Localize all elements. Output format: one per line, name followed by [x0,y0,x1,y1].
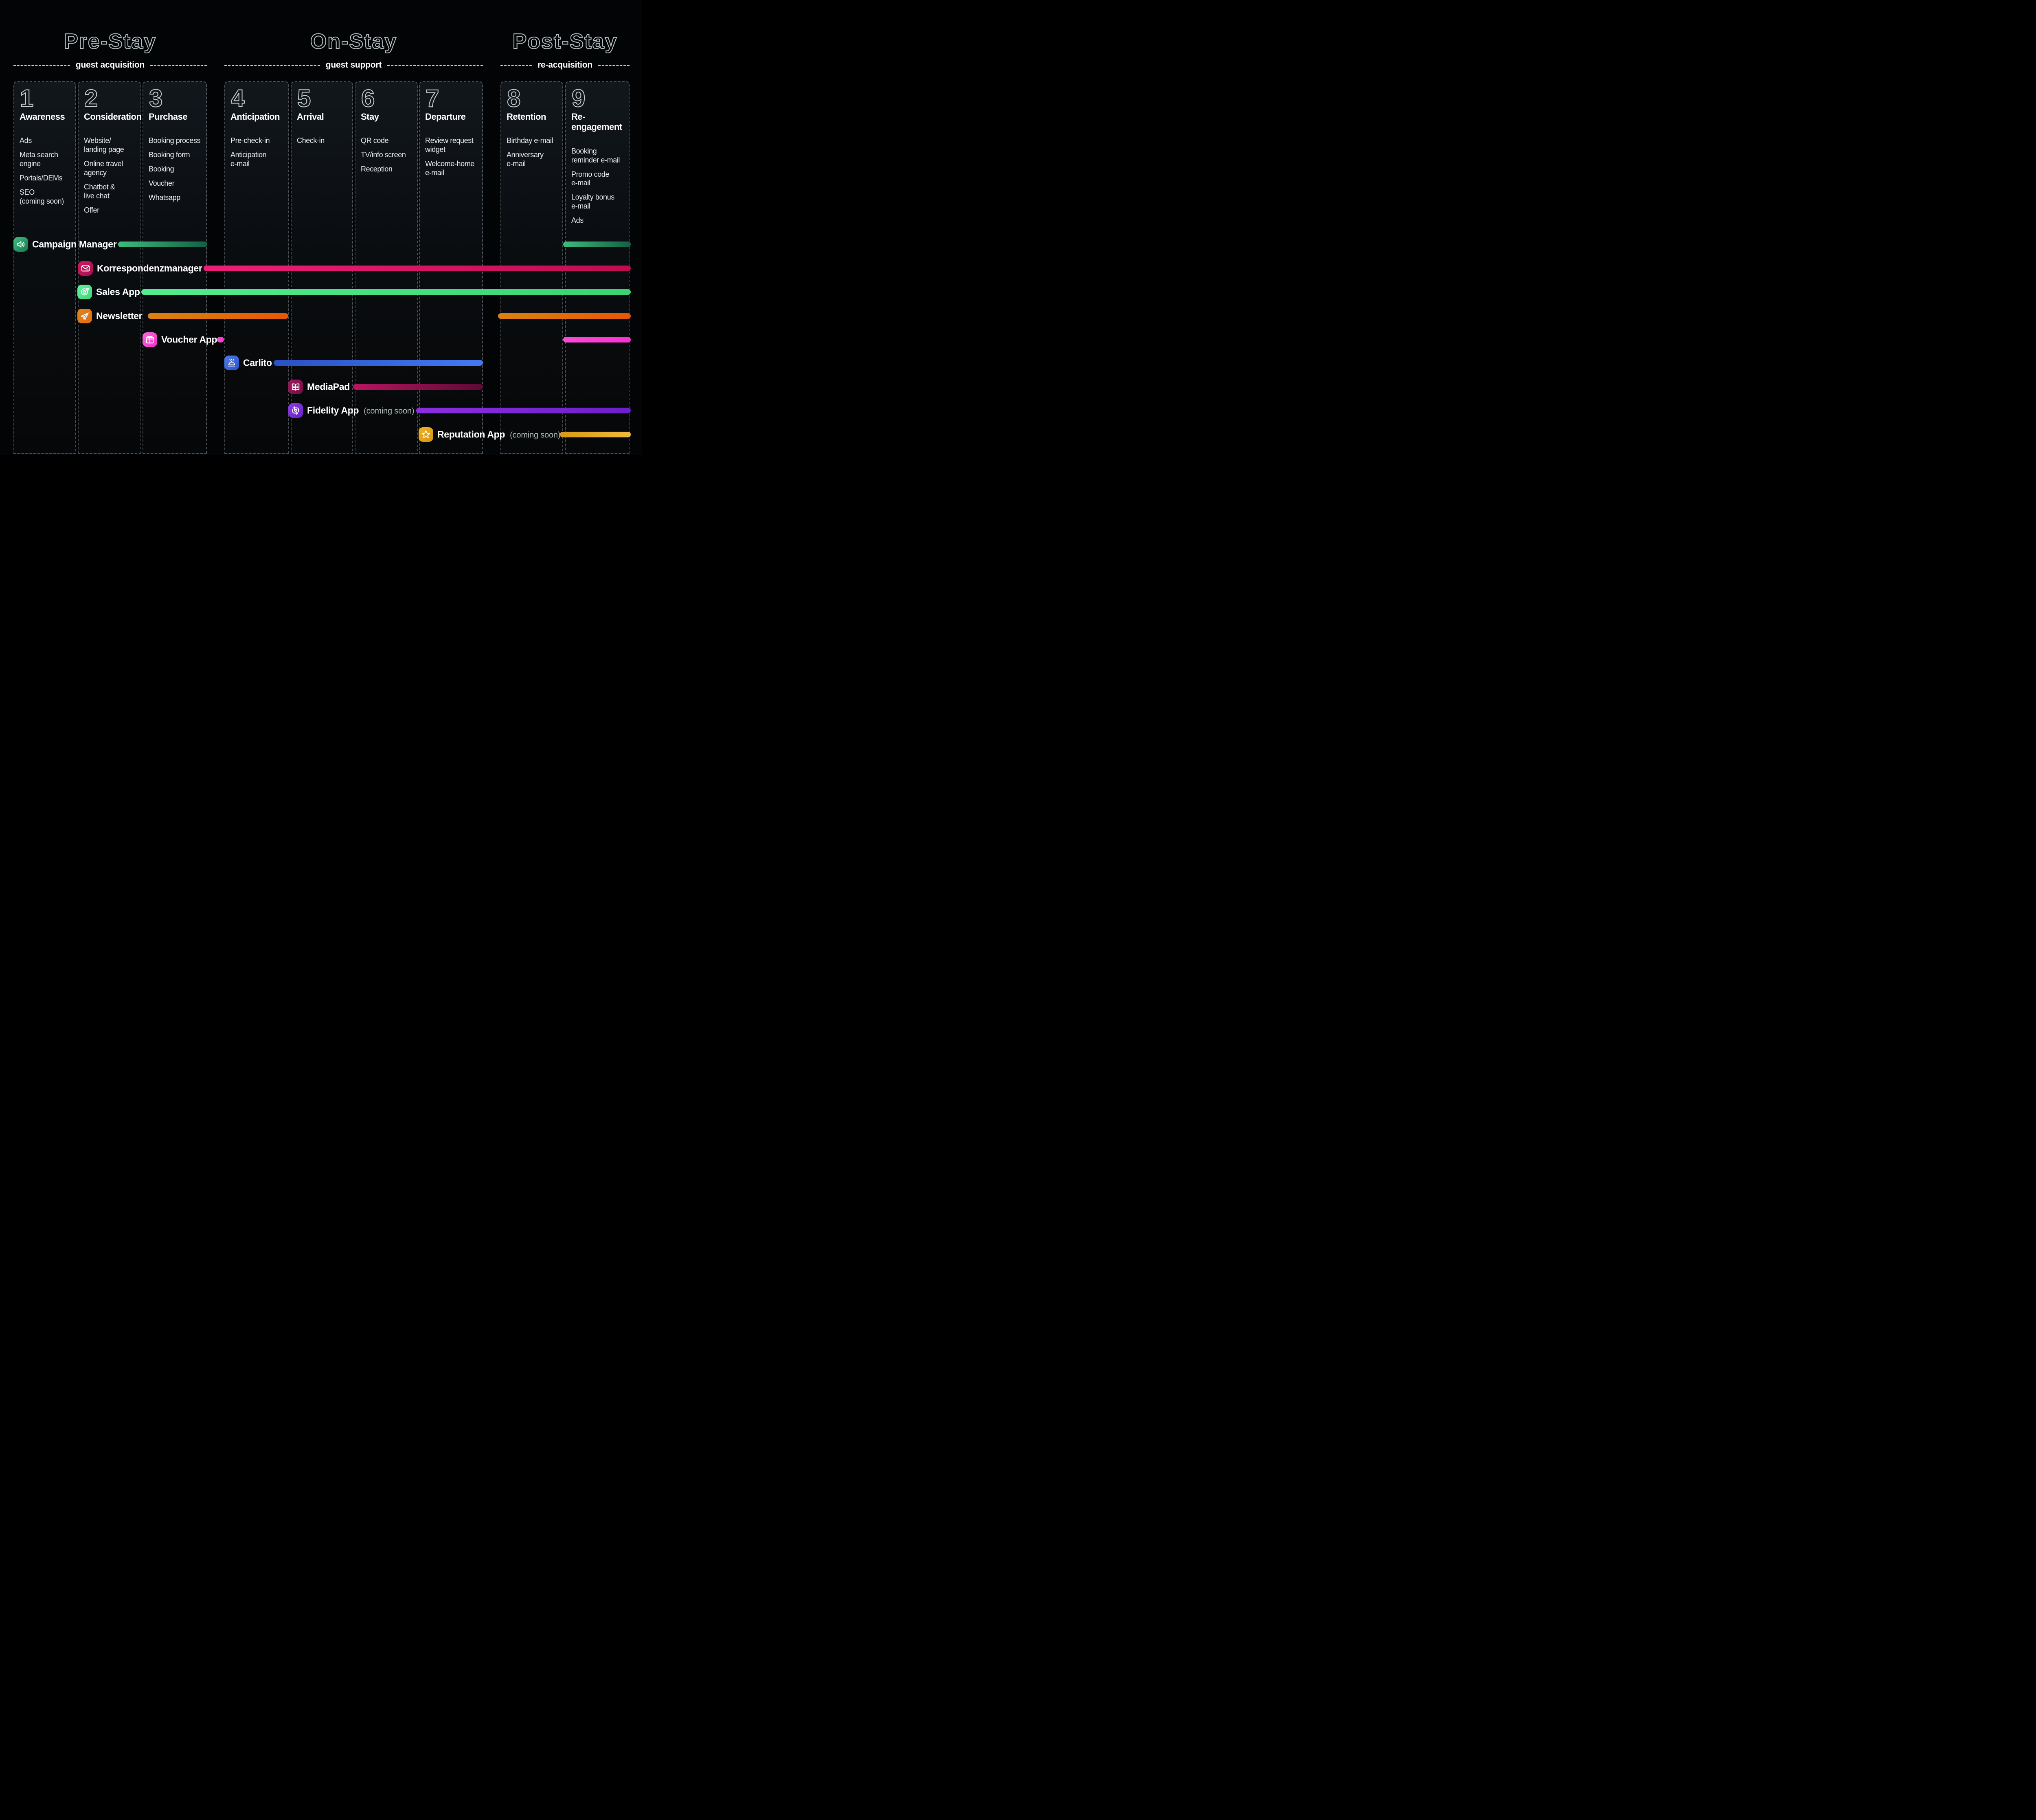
phase-subtitle: re-acquisition [538,60,592,70]
column-item: Booking reminder e-mail [571,147,620,164]
phase-title: Post-Stay [512,30,618,53]
app-timeline-bar [353,384,483,390]
column-number: 3 [149,85,163,112]
column-title: Anticipation [230,112,280,122]
open-book-icon [288,380,303,394]
app-label: Fidelity App(coming soon) [307,405,415,416]
column-item: Reception [361,165,393,173]
phase-subtitle-row: guest acquisition [13,60,207,70]
phase-title: On-Stay [310,30,397,53]
app-timeline-bar [563,337,631,342]
column-item: Welcome-home e-mail [425,160,474,177]
gift-icon [143,332,157,347]
column-item: Website/ landing page [84,136,124,154]
column-item: TV/info screen [361,151,406,159]
column-item: Booking form [149,151,190,159]
column-item: QR code [361,136,389,145]
dashed-line [13,64,70,66]
dashed-line [387,64,483,66]
column-item: Birthday e-mail [507,136,553,145]
column-title: Stay [361,112,379,122]
column-item: Anticipation e-mail [230,151,267,168]
column-title: Consideration [84,112,142,122]
column-title: Re- engagement [571,112,622,132]
app-label: Korrespondenzmanager [97,263,202,274]
column-item: Booking process [149,136,201,145]
phase-title: Pre-Stay [64,30,156,53]
app-timeline-bar [560,432,631,437]
column-number: 5 [297,85,312,112]
repeat-heart-icon [288,403,303,418]
column-title: Arrival [297,112,324,122]
column-item: Ads [20,136,32,145]
app-timeline-bar [563,241,631,247]
column-item: Check-in [297,136,325,145]
app-label: Newsletter [96,310,143,321]
column-item: Loyalty bonus e-mail [571,193,614,211]
app-coming-soon-note: (coming soon) [364,406,415,416]
column-title: Departure [425,112,466,122]
app-timeline-bar [141,289,631,295]
app-timeline-bar [118,241,207,247]
column-item: Pre-check-in [230,136,270,145]
app-timeline-bar [416,408,631,413]
envelope-icon [78,261,93,276]
column-number: 4 [230,85,245,112]
phase-subtitle-row: re-acquisition [500,60,630,70]
app-timeline-bar [498,313,631,319]
target-icon [77,285,92,299]
app-timeline-bar [204,266,631,271]
column-item: Anniversary e-mail [507,151,544,168]
app-timeline-bar [148,313,288,319]
dashed-line [224,64,320,66]
column-number: 1 [20,85,34,112]
dashed-line [598,64,630,66]
dashed-line [500,64,532,66]
column-item: Ads [571,216,584,225]
app-timeline-bar [217,337,224,342]
column-item: Review request widget [425,136,474,154]
column-item: Whatsapp [149,193,180,202]
phase-subtitle: guest support [325,60,382,70]
column-item: Meta search engine [20,151,58,168]
column-number: 9 [571,85,586,112]
megaphone-icon [13,237,28,252]
phase-subtitle-row: guest support [224,60,483,70]
column-title: Purchase [149,112,188,122]
column-item: Portals/DEMs [20,174,63,182]
dashed-line [150,64,207,66]
column-item: Promo code e-mail [571,170,610,187]
app-coming-soon-note: (coming soon) [510,430,561,440]
app-timeline-bar [274,360,483,366]
column-title: Awareness [20,112,65,122]
paper-plane-icon [77,309,92,323]
star-icon [419,427,433,442]
column-number: 7 [425,85,440,112]
column-number: 8 [507,85,521,112]
guest-journey-map: Pre-Stay guest acquisition On-Stay guest su… [0,0,642,455]
column-item: Chatbot & live chat [84,183,115,200]
column-item: Offer [84,206,99,215]
column-number: 6 [361,85,375,112]
column-item: Online travel agency [84,160,123,177]
phase-subtitle: guest acquisition [75,60,145,70]
column-item: SEO (coming soon) [20,188,64,206]
column-item: Booking [149,165,174,173]
column-number: 2 [84,85,99,112]
column-item: Voucher [149,179,175,188]
app-label: Reputation App(coming soon) [437,429,561,440]
app-label: MediaPad [307,381,350,392]
app-label: Voucher App [161,334,217,345]
column-title: Retention [507,112,546,122]
service-bell-icon [224,356,239,370]
app-label: Sales App [96,286,140,297]
app-label: Carlito [243,357,272,368]
app-label: Campaign Manager [32,239,117,250]
